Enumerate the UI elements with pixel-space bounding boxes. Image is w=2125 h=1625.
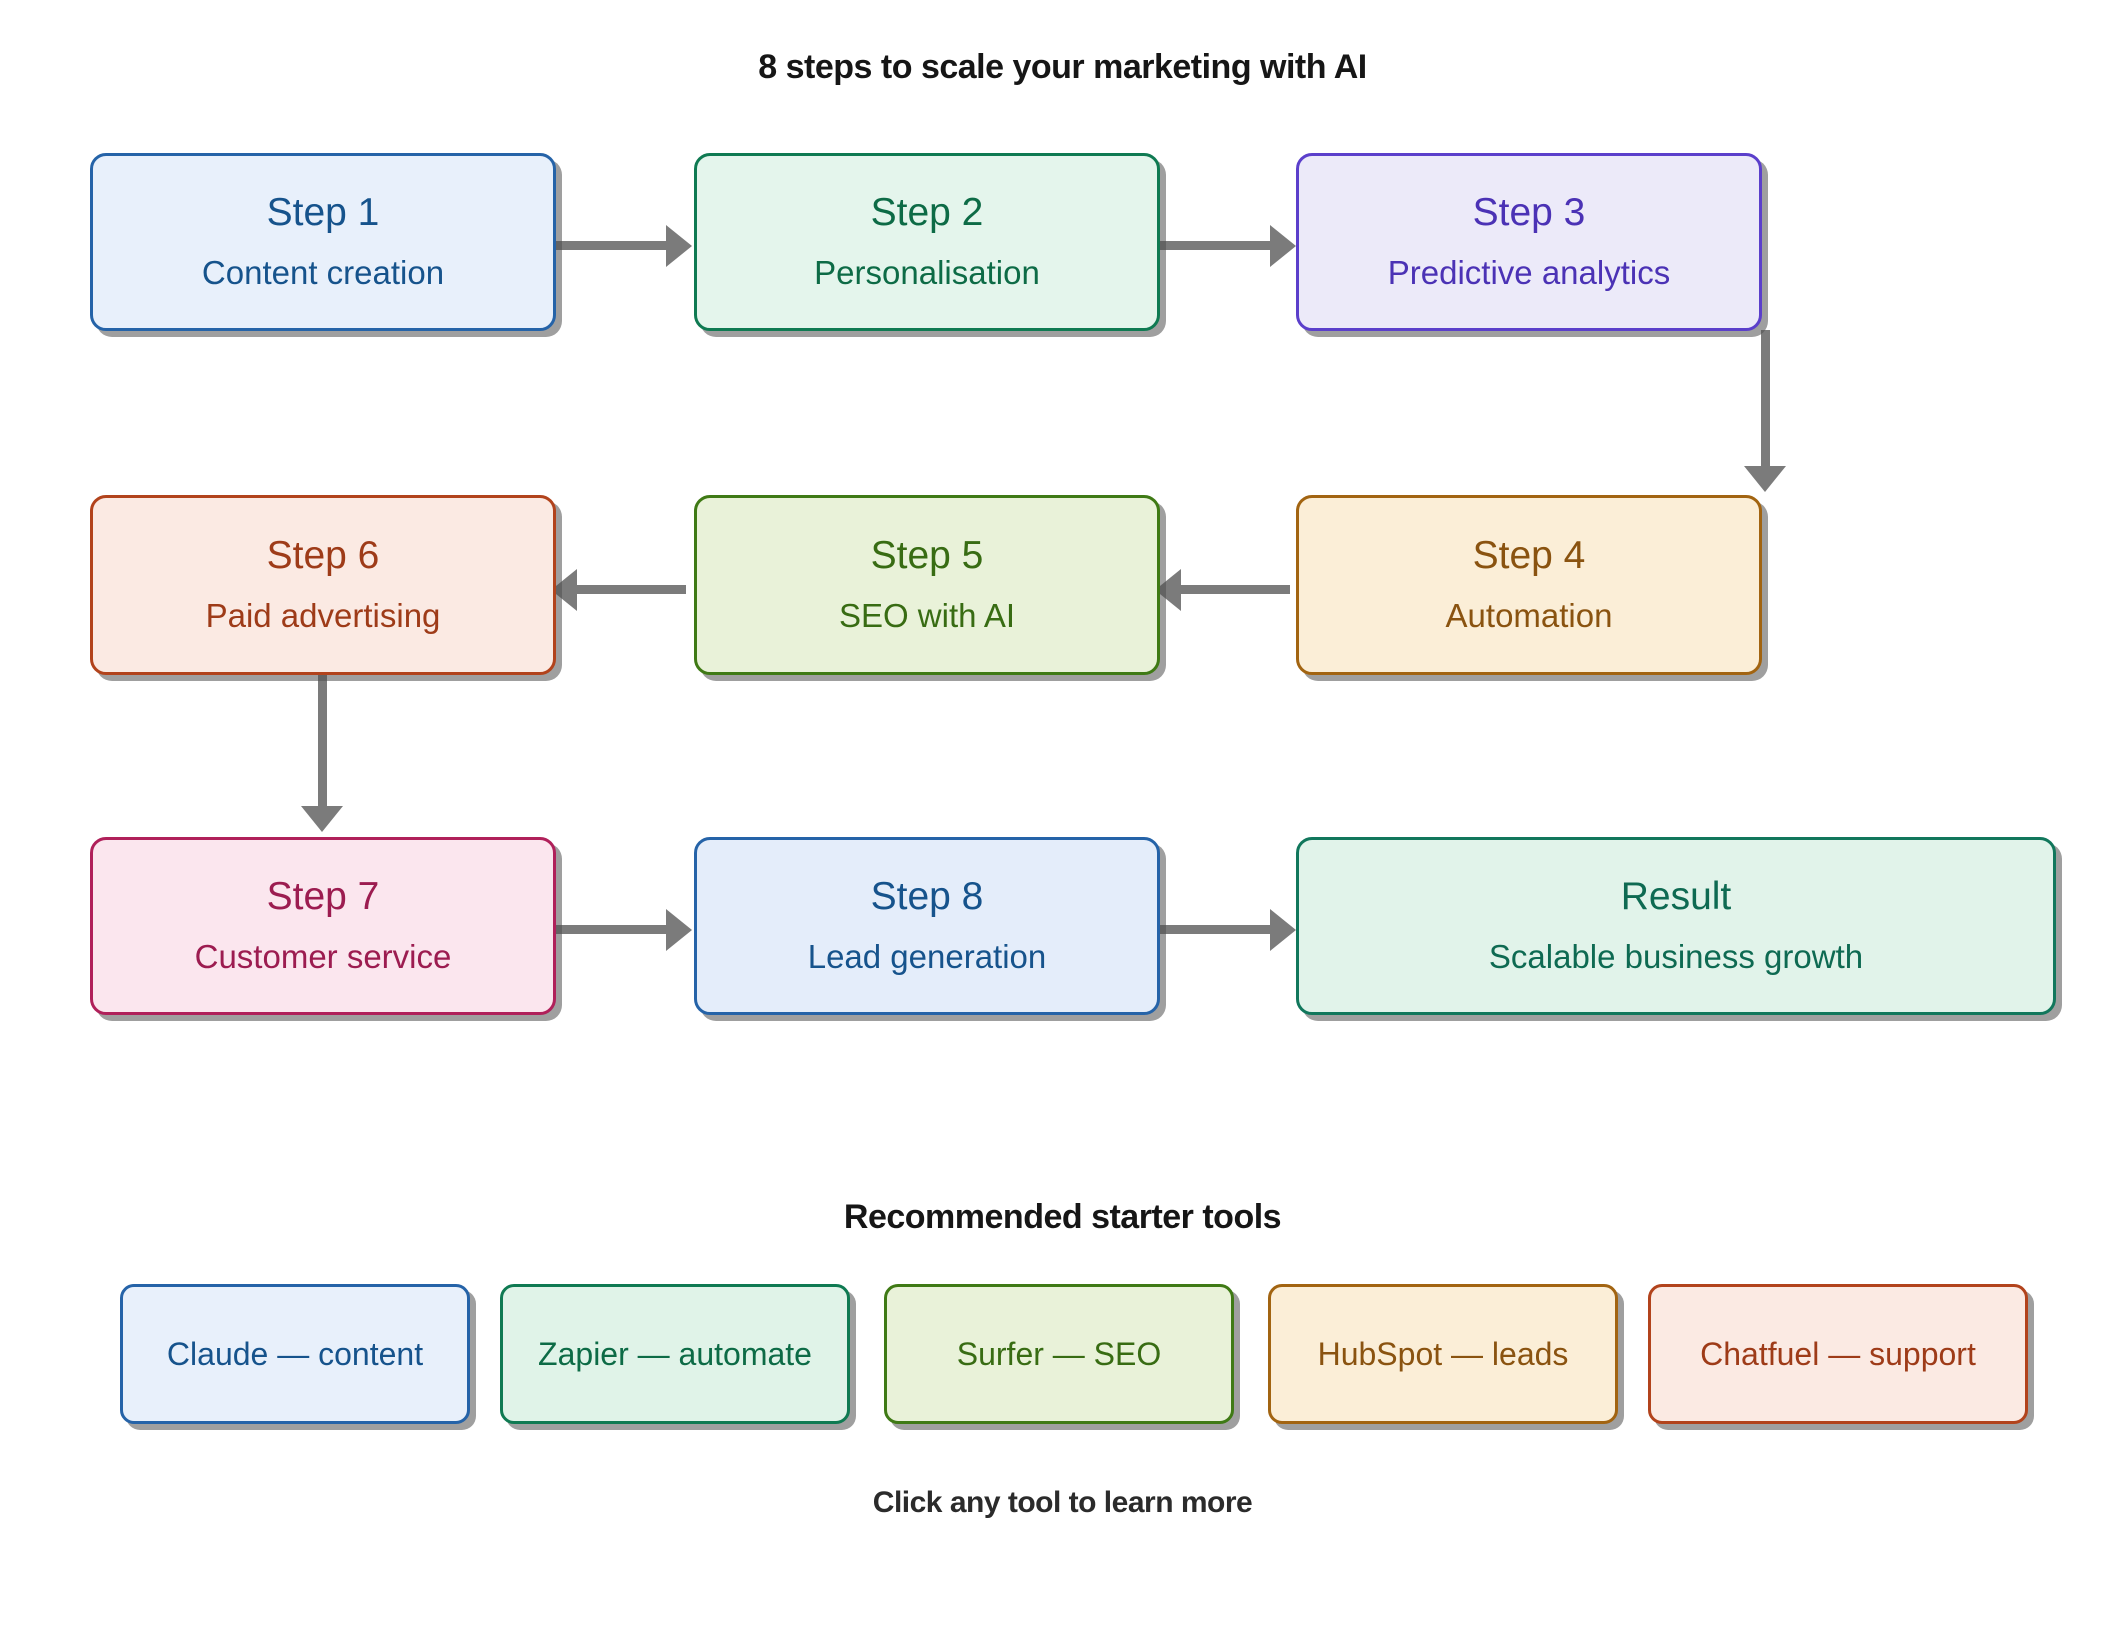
- tool-chip-label: Surfer — SEO: [956, 1335, 1162, 1372]
- flow-node-subtitle: Predictive analytics: [1387, 254, 1671, 292]
- flow-node-subtitle: Content creation: [201, 254, 445, 292]
- flow-node-title: Result: [1620, 875, 1732, 919]
- connector-line: [1761, 330, 1770, 480]
- flow-node-title: Step 7: [266, 875, 380, 919]
- tool-chip-hubspot[interactable]: HubSpot — leads: [1268, 1284, 1618, 1424]
- connector-line: [1170, 585, 1290, 594]
- tool-chip-label: Claude — content: [166, 1335, 424, 1372]
- arrow-right-icon: [666, 225, 692, 267]
- flow-node-subtitle: Scalable business growth: [1488, 938, 1864, 976]
- flow-node-subtitle: Automation: [1445, 597, 1613, 635]
- flow-node-subtitle: Lead generation: [807, 938, 1047, 976]
- flow-node-step-2[interactable]: Step 2 Personalisation: [694, 153, 1160, 331]
- flow-node-title: Step 6: [266, 534, 380, 578]
- arrow-right-icon: [1270, 909, 1296, 951]
- flow-node-title: Step 8: [870, 875, 984, 919]
- flow-node-step-4[interactable]: Step 4 Automation: [1296, 495, 1762, 675]
- tool-chip-surfer[interactable]: Surfer — SEO: [884, 1284, 1234, 1424]
- flow-node-subtitle: Personalisation: [814, 254, 1040, 292]
- connector-line: [1160, 925, 1280, 934]
- tool-chip-label: HubSpot — leads: [1317, 1335, 1569, 1372]
- footer-caption: Click any tool to learn more: [872, 1486, 1253, 1519]
- flow-node-title: Step 5: [870, 534, 984, 578]
- tool-chip-claude[interactable]: Claude — content: [120, 1284, 470, 1424]
- tool-chip-zapier[interactable]: Zapier — automate: [500, 1284, 850, 1424]
- connector-line: [566, 585, 686, 594]
- flow-node-title: Step 4: [1472, 534, 1586, 578]
- connector-line: [1160, 241, 1280, 250]
- tool-chip-label: Zapier — automate: [538, 1335, 812, 1372]
- flow-node-step-3[interactable]: Step 3 Predictive analytics: [1296, 153, 1762, 331]
- tool-chip-label: Chatfuel — support: [1700, 1335, 1976, 1372]
- connector-line: [556, 925, 676, 934]
- arrow-down-icon: [301, 806, 343, 832]
- flow-node-step-6[interactable]: Step 6 Paid advertising: [90, 495, 556, 675]
- flow-node-result[interactable]: Result Scalable business growth: [1296, 837, 2056, 1015]
- flow-node-title: Step 2: [870, 191, 984, 235]
- flow-node-step-5[interactable]: Step 5 SEO with AI: [694, 495, 1160, 675]
- arrow-right-icon: [666, 909, 692, 951]
- arrow-down-icon: [1744, 466, 1786, 492]
- flow-node-subtitle: Customer service: [194, 938, 452, 976]
- page-title: 8 steps to scale your marketing with AI: [758, 48, 1367, 86]
- tool-chip-chatfuel[interactable]: Chatfuel — support: [1648, 1284, 2028, 1424]
- flow-node-subtitle: SEO with AI: [838, 597, 1016, 635]
- connector-line: [318, 672, 327, 824]
- flow-node-step-7[interactable]: Step 7 Customer service: [90, 837, 556, 1015]
- flow-node-subtitle: Paid advertising: [205, 597, 441, 635]
- arrow-right-icon: [1270, 225, 1296, 267]
- flow-node-title: Step 1: [266, 191, 380, 235]
- flow-node-step-1[interactable]: Step 1 Content creation: [90, 153, 556, 331]
- flow-node-title: Step 3: [1472, 191, 1586, 235]
- flow-node-step-8[interactable]: Step 8 Lead generation: [694, 837, 1160, 1015]
- connector-line: [556, 241, 676, 250]
- tools-section-heading: Recommended starter tools: [843, 1198, 1282, 1236]
